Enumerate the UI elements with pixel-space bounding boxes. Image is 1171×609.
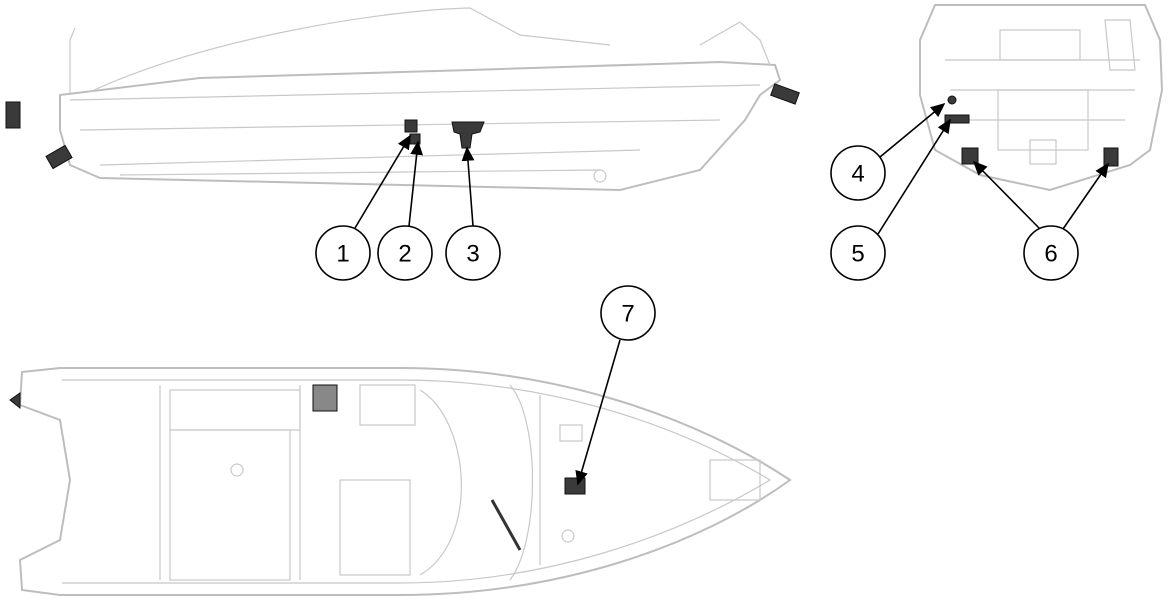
component-6-right [1103, 147, 1119, 167]
callout-4: 4 [830, 145, 886, 201]
callout-circle [1023, 225, 1079, 281]
leader-line [879, 102, 946, 158]
leader-line [877, 118, 951, 235]
side-view [5, 7, 800, 192]
leader-line [408, 140, 423, 227]
callout-circle [315, 225, 371, 281]
component-7 [564, 477, 586, 495]
callout-number: 2 [398, 241, 411, 268]
component-4 [947, 95, 957, 105]
leader-lines [354, 102, 1109, 486]
callout-2: 2 [377, 225, 433, 281]
callout-circle [445, 225, 501, 281]
callout-number: 4 [851, 161, 864, 188]
callout-5: 5 [830, 225, 886, 281]
top-view [9, 367, 792, 596]
callout-circle [600, 285, 656, 341]
callout-6: 6 [1023, 225, 1079, 281]
leader-line [354, 134, 411, 229]
component-3 [451, 121, 485, 149]
callout-number: 5 [851, 241, 864, 268]
callout-3: 3 [445, 225, 501, 281]
callouts: 1 2 3 4 5 6 7 [315, 145, 1079, 341]
callout-number: 1 [336, 241, 349, 268]
callout-number: 7 [621, 301, 634, 328]
callout-7: 7 [600, 285, 656, 341]
callout-circle [830, 145, 886, 201]
component-1 [404, 119, 418, 133]
leader-line [461, 146, 475, 227]
component-6-left [961, 147, 979, 165]
callout-number: 6 [1044, 241, 1057, 268]
callout-number: 3 [466, 241, 479, 268]
callout-1: 1 [315, 225, 371, 281]
leader-line [1062, 162, 1109, 230]
callout-circle [830, 225, 886, 281]
leader-line [575, 339, 621, 486]
leader-line [972, 160, 1041, 230]
callout-circle [377, 225, 433, 281]
rear-view [919, 4, 1164, 192]
